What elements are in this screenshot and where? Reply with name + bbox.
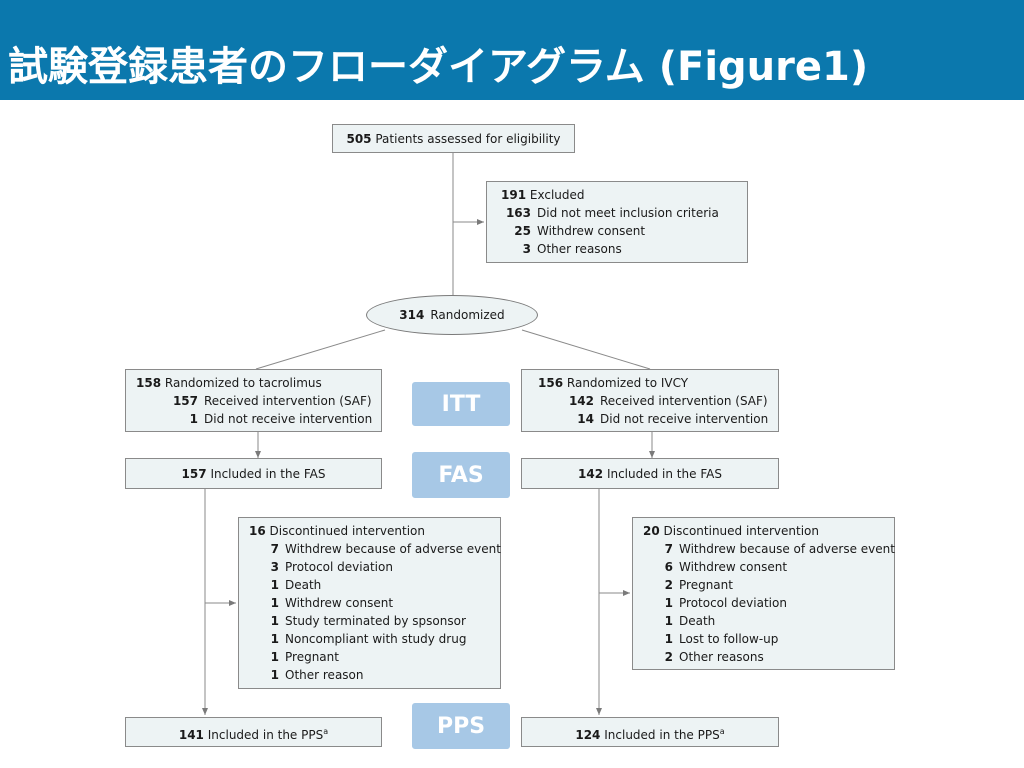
right-received-label: Received intervention (SAF) <box>600 394 768 408</box>
left-discontinued-item-count: 3 <box>270 560 279 574</box>
left-discontinued-item-label: Death <box>285 578 322 592</box>
left-discontinued-item-label: Pregnant <box>285 650 339 664</box>
randomized-label: Randomized <box>430 308 505 322</box>
left-discontinued-item-count: 1 <box>270 632 279 646</box>
assessed-count: 505 <box>346 132 372 146</box>
right-discontinued-item-count: 1 <box>664 596 673 610</box>
left-discontinued-item-label: Protocol deviation <box>285 560 393 574</box>
page-title: 試験登録患者のフローダイアグラム (Figure1) <box>8 44 869 90</box>
left-pps-box: 141 Included in the PPSa <box>125 717 382 747</box>
excluded-count: 191 <box>501 188 527 202</box>
right-discontinued-item-label: Death <box>679 614 716 628</box>
left-received-label: Received intervention (SAF) <box>204 394 372 408</box>
assessed-label: Patients assessed for eligibility <box>375 132 561 146</box>
right-discontinued-label: Discontinued intervention <box>663 524 820 538</box>
right-discontinued-item-label: Lost to follow-up <box>679 632 779 646</box>
right-not-received-count: 14 <box>577 412 594 426</box>
right-pps-label: Included in the PPS <box>604 728 720 742</box>
right-discontinued-item-label: Pregnant <box>679 578 733 592</box>
left-discontinued-item-count: 1 <box>270 650 279 664</box>
excluded-item-count: 3 <box>522 242 531 256</box>
excluded-item-label: Other reasons <box>537 242 622 256</box>
left-discontinued-item-label: Study terminated by spsonsor <box>285 614 466 628</box>
excluded-item-count: 163 <box>505 206 531 220</box>
left-randomized-count: 158 <box>136 376 162 390</box>
right-fas-box: 142 Included in the FAS <box>521 458 779 489</box>
connector-randomized-to-left <box>255 329 386 370</box>
right-fas-label: Included in the FAS <box>606 467 722 481</box>
right-discontinued-count: 20 <box>643 524 660 538</box>
left-discontinued-item-label: Noncompliant with study drug <box>285 632 467 646</box>
right-discontinued-item-count: 2 <box>664 650 673 664</box>
right-discontinued-item-label: Other reasons <box>679 650 764 664</box>
left-discontinued-count: 16 <box>249 524 266 538</box>
left-pps-footnote-marker: a <box>323 727 329 736</box>
left-discontinued-item-label: Withdrew because of adverse event <box>285 542 501 556</box>
title-bar: 試験登録患者のフローダイアグラム (Figure1) <box>0 0 1024 100</box>
right-discontinued-item-label: Withdrew consent <box>679 560 788 574</box>
left-not-received-count: 1 <box>189 412 198 426</box>
right-discontinued-item-label: Withdrew because of adverse event <box>679 542 895 556</box>
right-not-received-label: Did not receive intervention <box>600 412 769 426</box>
right-randomized-label: Randomized to IVCY <box>566 376 689 390</box>
left-fas-count: 157 <box>181 467 207 481</box>
excluded-item-count: 25 <box>514 224 531 238</box>
right-randomized-count: 156 <box>538 376 564 390</box>
randomized-count: 314 <box>399 308 425 322</box>
left-discontinued-item-count: 7 <box>270 542 279 556</box>
right-pps-count: 124 <box>575 728 601 742</box>
randomized-node: 314 Randomized <box>366 295 538 335</box>
left-discontinued-item-count: 1 <box>270 596 279 610</box>
left-randomized-label: Randomized to tacrolimus <box>164 376 322 390</box>
left-not-received-label: Did not receive intervention <box>204 412 373 426</box>
left-pps-label: Included in the PPS <box>207 728 324 742</box>
right-discontinued-item-label: Protocol deviation <box>679 596 787 610</box>
right-discontinued-item-count: 6 <box>664 560 673 574</box>
itt-label: ITT <box>412 382 510 426</box>
excluded-label: Excluded <box>529 188 585 202</box>
left-fas-label: Included in the FAS <box>210 467 326 481</box>
right-discontinued-item-count: 2 <box>664 578 673 592</box>
excluded-item-label: Withdrew consent <box>537 224 646 238</box>
left-discontinued-item-count: 1 <box>270 668 279 682</box>
pps-label: PPS <box>412 703 510 749</box>
left-discontinued-item-label: Withdrew consent <box>285 596 394 610</box>
left-pps-count: 141 <box>178 728 204 742</box>
left-itt-box: 158 Randomized to tacrolimus 157 Receive… <box>125 369 382 432</box>
left-discontinued-item-label: Other reason <box>285 668 364 682</box>
right-discontinued-item-count: 7 <box>664 542 673 556</box>
right-pps-box: 124 Included in the PPSa <box>521 717 779 747</box>
excluded-item-label: Did not meet inclusion criteria <box>537 206 719 220</box>
left-discontinued-box: 16 Discontinued intervention 7 Withdrew … <box>238 517 501 689</box>
excluded-box: 191 Excluded 163 Did not meet inclusion … <box>486 181 748 263</box>
left-discontinued-item-count: 1 <box>270 614 279 628</box>
left-discontinued-label: Discontinued intervention <box>269 524 426 538</box>
right-discontinued-item-count: 1 <box>664 614 673 628</box>
right-itt-box: 156 Randomized to IVCY 142 Received inte… <box>521 369 779 432</box>
right-discontinued-item-count: 1 <box>664 632 673 646</box>
fas-label: FAS <box>412 452 510 498</box>
left-discontinued-item-count: 1 <box>270 578 279 592</box>
right-received-count: 142 <box>568 394 594 408</box>
assessed-box: 505 Patients assessed for eligibility <box>332 124 575 153</box>
right-fas-count: 142 <box>578 467 604 481</box>
left-received-count: 157 <box>172 394 198 408</box>
right-discontinued-box: 20 Discontinued intervention 7 Withdrew … <box>632 517 895 670</box>
left-fas-box: 157 Included in the FAS <box>125 458 382 489</box>
connector-randomized-to-right <box>521 329 651 370</box>
right-pps-footnote-marker: a <box>719 727 725 736</box>
